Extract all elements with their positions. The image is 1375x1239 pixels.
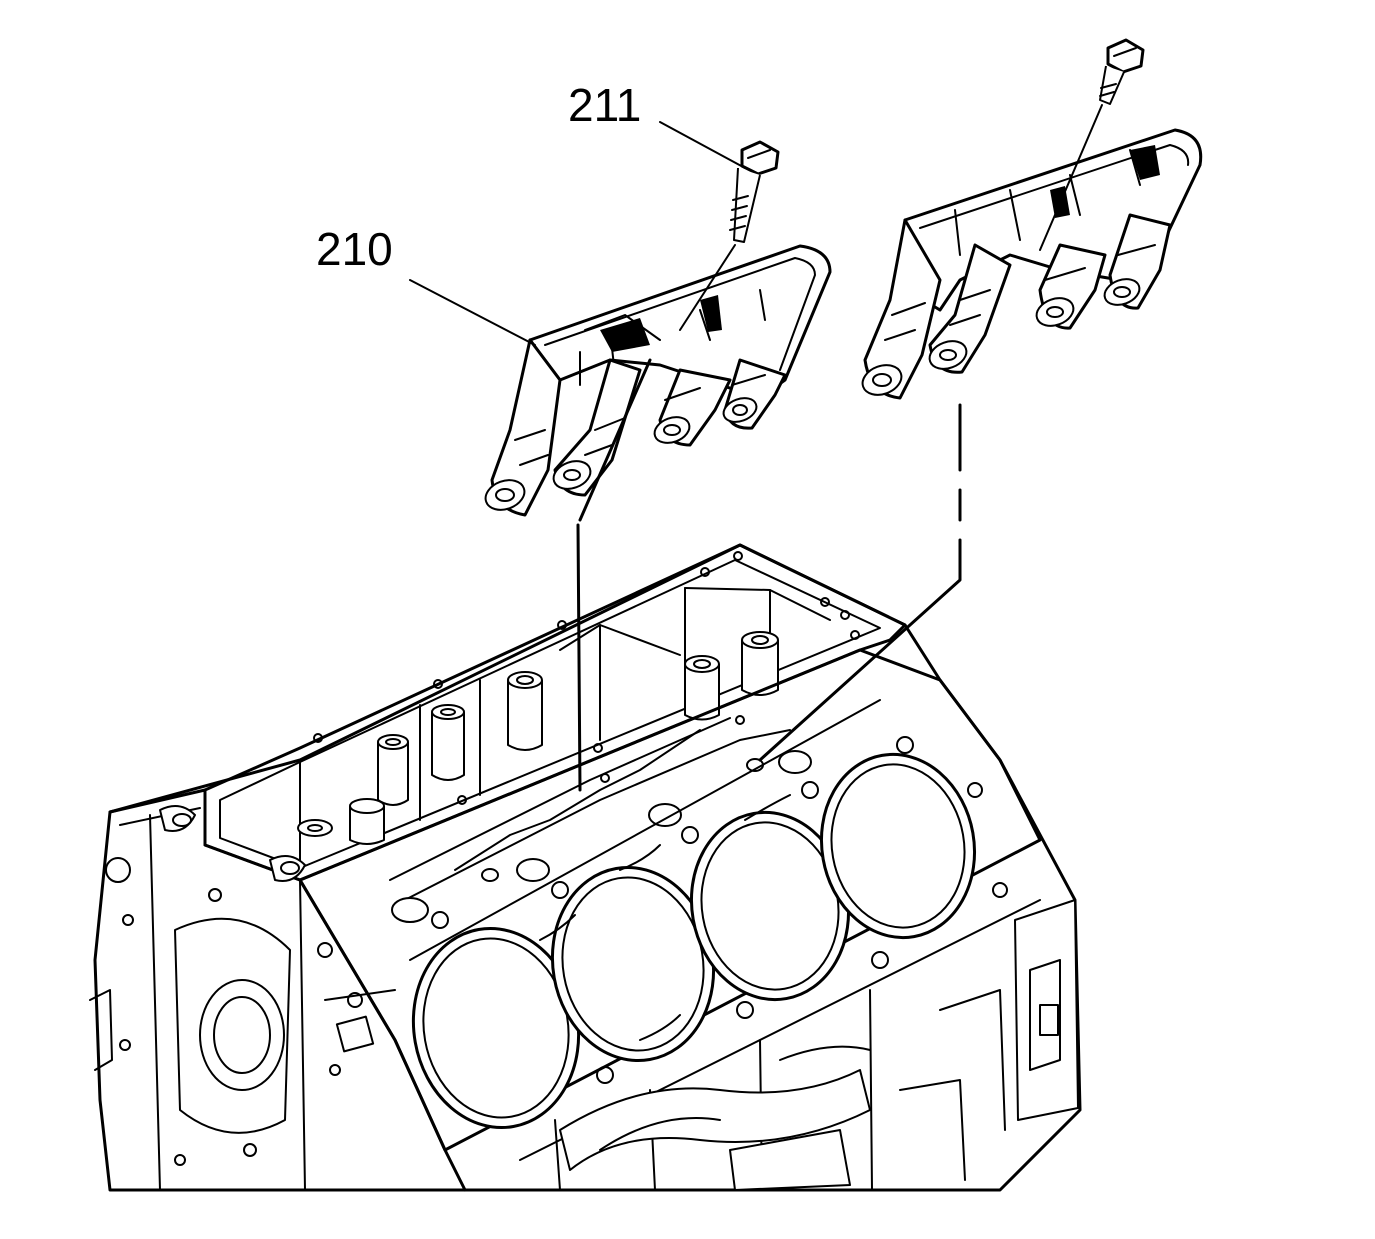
cylinder-bores [411,752,977,1130]
callout-210: 210 [316,223,393,275]
leader-210 [409,279,536,346]
tappet-guide-right [861,128,1203,400]
lifter-bores [389,717,812,923]
block-rear-face [89,788,467,1192]
engine-block [89,543,1082,1192]
deck-bolt-holes [313,551,860,805]
tappet-guide-left [484,244,832,517]
callout-211: 211 [568,79,642,131]
valley-bosses [297,631,779,845]
deck-coolant-holes [431,736,1008,1084]
leader-211 [659,121,746,169]
alignment-lines [576,358,962,792]
crankcase [444,899,1079,1191]
bolt-right [1039,38,1145,251]
